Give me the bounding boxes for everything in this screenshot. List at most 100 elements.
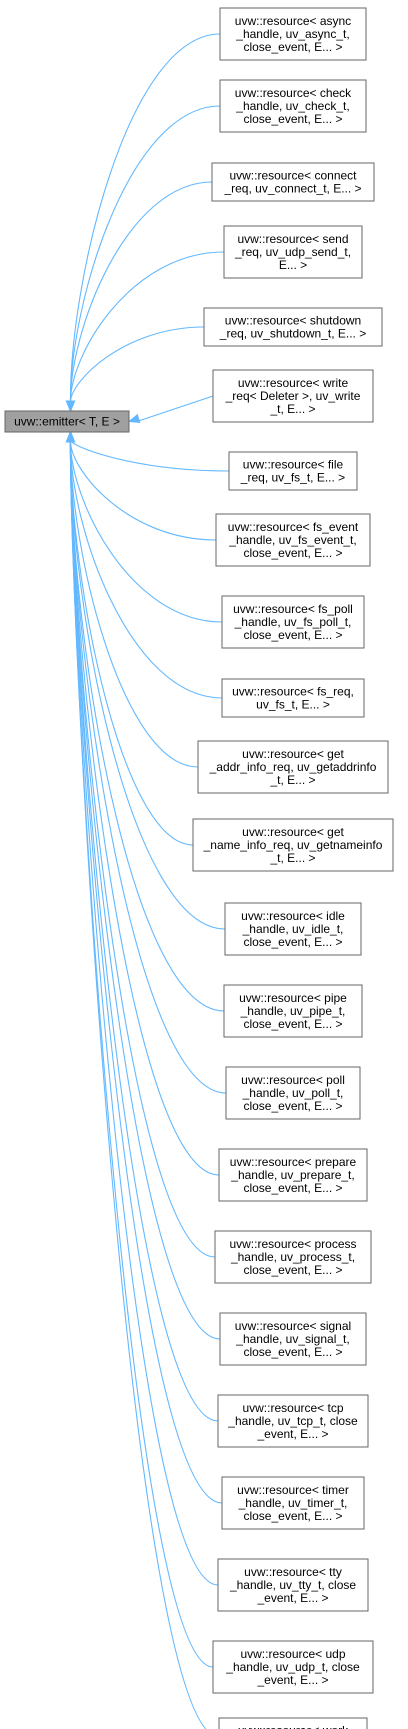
node-label-line: _name_info_req, uv_getnameinfo [203, 838, 383, 852]
node-label-line: _handle, uv_tcp_t, close [227, 1414, 358, 1428]
node-resource-write[interactable]: uvw::resource< write_req< Deleter >, uv_… [212, 369, 374, 423]
node-resource-file[interactable]: uvw::resource< file_req, uv_fs_t, E... > [228, 451, 358, 491]
root-node-box [4, 410, 130, 433]
node-resource-fs-poll[interactable]: uvw::resource< fs_poll_handle, uv_fs_pol… [221, 595, 365, 649]
node-box [197, 740, 389, 794]
node-resource-fs-event[interactable]: uvw::resource< fs_event_handle, uv_fs_ev… [215, 513, 371, 567]
node-label-line: close_event, E... > [243, 1509, 342, 1523]
node-label-line: _event, E... > [256, 1427, 328, 1441]
inheritance-edge [69, 439, 207, 1729]
node-label-line: uvw::resource< udp [240, 1647, 345, 1661]
node-resource-pipe[interactable]: uvw::resource< pipe_handle, uv_pipe_t,cl… [223, 984, 363, 1038]
node-label-line: E... > [279, 258, 307, 272]
node-box [219, 1312, 367, 1366]
node-resource-tty[interactable]: uvw::resource< tty_handle, uv_tty_t, clo… [217, 1558, 369, 1612]
node-label-line: _handle, uv_fs_event_t, [228, 533, 356, 547]
node-label-line: uvw::resource< async [235, 14, 351, 28]
node-label-line: _req, uv_udp_send_t, [234, 245, 351, 259]
node-box [215, 513, 371, 567]
node-resource-tcp[interactable]: uvw::resource< tcp_handle, uv_tcp_t, clo… [217, 1394, 369, 1448]
node-label-line: uvw::resource< send [237, 232, 348, 246]
inheritance-edge [69, 33, 221, 404]
node-label-line: _t, E... > [269, 851, 315, 865]
node-label-line: _event, E... > [256, 1673, 328, 1687]
node-label-line: _handle, uv_tty_t, close [229, 1578, 356, 1592]
node-box [217, 1394, 369, 1448]
node-resource-getaddrinfo[interactable]: uvw::resource< get_addr_info_req, uv_get… [197, 740, 389, 794]
inheritance-edge [69, 326, 205, 404]
node-label-line: uvw::resource< check [235, 86, 352, 100]
inheritance-edge [69, 439, 230, 472]
node-label-line: _t, E... > [269, 402, 315, 416]
node-resource-poll[interactable]: uvw::resource< poll_handle, uv_poll_t,cl… [225, 1066, 361, 1120]
node-label-line: _handle, uv_udp_t, close [225, 1660, 360, 1674]
node-label-line: close_event, E... > [243, 1263, 342, 1277]
node-resource-prepare[interactable]: uvw::resource< prepare_handle, uv_prepar… [218, 1148, 368, 1202]
node-resource-send[interactable]: uvw::resource< send_req, uv_udp_send_t,E… [223, 225, 363, 279]
inheritance-edge [69, 439, 199, 768]
node-label-line: close_event, E... > [243, 935, 342, 949]
node-box [221, 678, 365, 718]
node-resource-timer[interactable]: uvw::resource< timer_handle, uv_timer_t,… [221, 1476, 365, 1530]
node-resource-async[interactable]: uvw::resource< async_handle, uv_async_t,… [219, 7, 367, 61]
node-label-line: uvw::resource< idle [241, 909, 345, 923]
node-box [203, 307, 383, 347]
node-resource-connect[interactable]: uvw::resource< connect_req, uv_connect_t… [211, 162, 375, 202]
node-label-line: _req, uv_connect_t, E... > [223, 182, 361, 196]
edges [65, 33, 230, 1729]
inheritance-edge [69, 439, 214, 1668]
node-label-line: _handle, uv_pipe_t, [240, 1004, 346, 1018]
node-label-line: uvw::resource< fs_req, [232, 685, 354, 699]
node-box [217, 1558, 369, 1612]
node-label-line: uvw::resource< process [229, 1237, 356, 1251]
node-label-line: _t, E... > [269, 773, 315, 787]
node-label-line: _handle, uv_timer_t, [238, 1496, 348, 1510]
node-resource-signal[interactable]: uvw::resource< signal_handle, uv_signal_… [219, 1312, 367, 1366]
root-node-emitter[interactable]: uvw::emitter< T, E > [4, 410, 130, 433]
node-label-line: _handle, uv_process_t, [230, 1250, 355, 1264]
node-resource-fs-req[interactable]: uvw::resource< fs_req,uv_fs_t, E... > [221, 678, 365, 718]
node-label-line: uvw::resource< poll [241, 1073, 345, 1087]
inheritance-edge [69, 439, 219, 1586]
node-label-line: uvw::resource< get [242, 825, 344, 839]
node-label-line: uvw::resource< tty [244, 1565, 342, 1579]
inheritance-edge [136, 395, 214, 423]
node-label-line: _req, uv_fs_t, E... > [240, 471, 345, 485]
node-label-line: uvw::resource< fs_poll [233, 602, 353, 616]
node-resource-getnameinfo[interactable]: uvw::resource< get_name_info_req, uv_get… [192, 818, 394, 872]
node-box [223, 984, 363, 1038]
node-label-line: _handle, uv_check_t, [235, 99, 349, 113]
inheritance-edge [69, 439, 217, 541]
inheritance-edge [69, 105, 221, 404]
node-label-line: uv_fs_t, E... > [256, 698, 330, 712]
node-resource-work[interactable]: uvw::resource< work_req, uv_work_t, E...… [218, 1717, 368, 1729]
node-resource-shutdown[interactable]: uvw::resource< shutdown_req, uv_shutdown… [203, 307, 383, 347]
node-label-line: _event, E... > [256, 1591, 328, 1605]
node-resource-check[interactable]: uvw::resource< check_handle, uv_check_t,… [219, 79, 367, 133]
inheritance-edge [69, 439, 223, 699]
node-label-line: close_event, E... > [243, 628, 342, 642]
node-label-line: uvw::resource< write [238, 376, 349, 390]
node-label-line: close_event, E... > [243, 112, 342, 126]
node-label-line: _handle, uv_poll_t, [242, 1086, 344, 1100]
node-resource-udp[interactable]: uvw::resource< udp_handle, uv_udp_t, clo… [212, 1640, 374, 1694]
node-label-line: _req, uv_shutdown_t, E... > [219, 327, 366, 341]
node-resource-idle[interactable]: uvw::resource< idle_handle, uv_idle_t,cl… [224, 902, 362, 956]
arrowhead [65, 430, 76, 443]
inheritance-edge [69, 439, 223, 623]
node-resource-process[interactable]: uvw::resource< process_handle, uv_proces… [214, 1230, 372, 1284]
inheritance-edge [69, 251, 225, 404]
node-label-line: _addr_info_req, uv_getaddrinfo [209, 760, 377, 774]
node-label-line: close_event, E... > [243, 1181, 342, 1195]
node-box [223, 225, 363, 279]
node-label-line: _handle, uv_fs_poll_t, [234, 615, 352, 629]
arrowhead [127, 413, 141, 423]
node-label-line: uvw::resource< get [242, 747, 344, 761]
node-label-line: _handle, uv_signal_t, [235, 1332, 349, 1346]
node-box [212, 1640, 374, 1694]
node-label-line: _req< Deleter >, uv_write [225, 389, 361, 403]
node-label-line: uvw::resource< timer [237, 1483, 349, 1497]
node-box [218, 1717, 368, 1729]
node-label-line: _handle, uv_async_t, [235, 27, 349, 41]
